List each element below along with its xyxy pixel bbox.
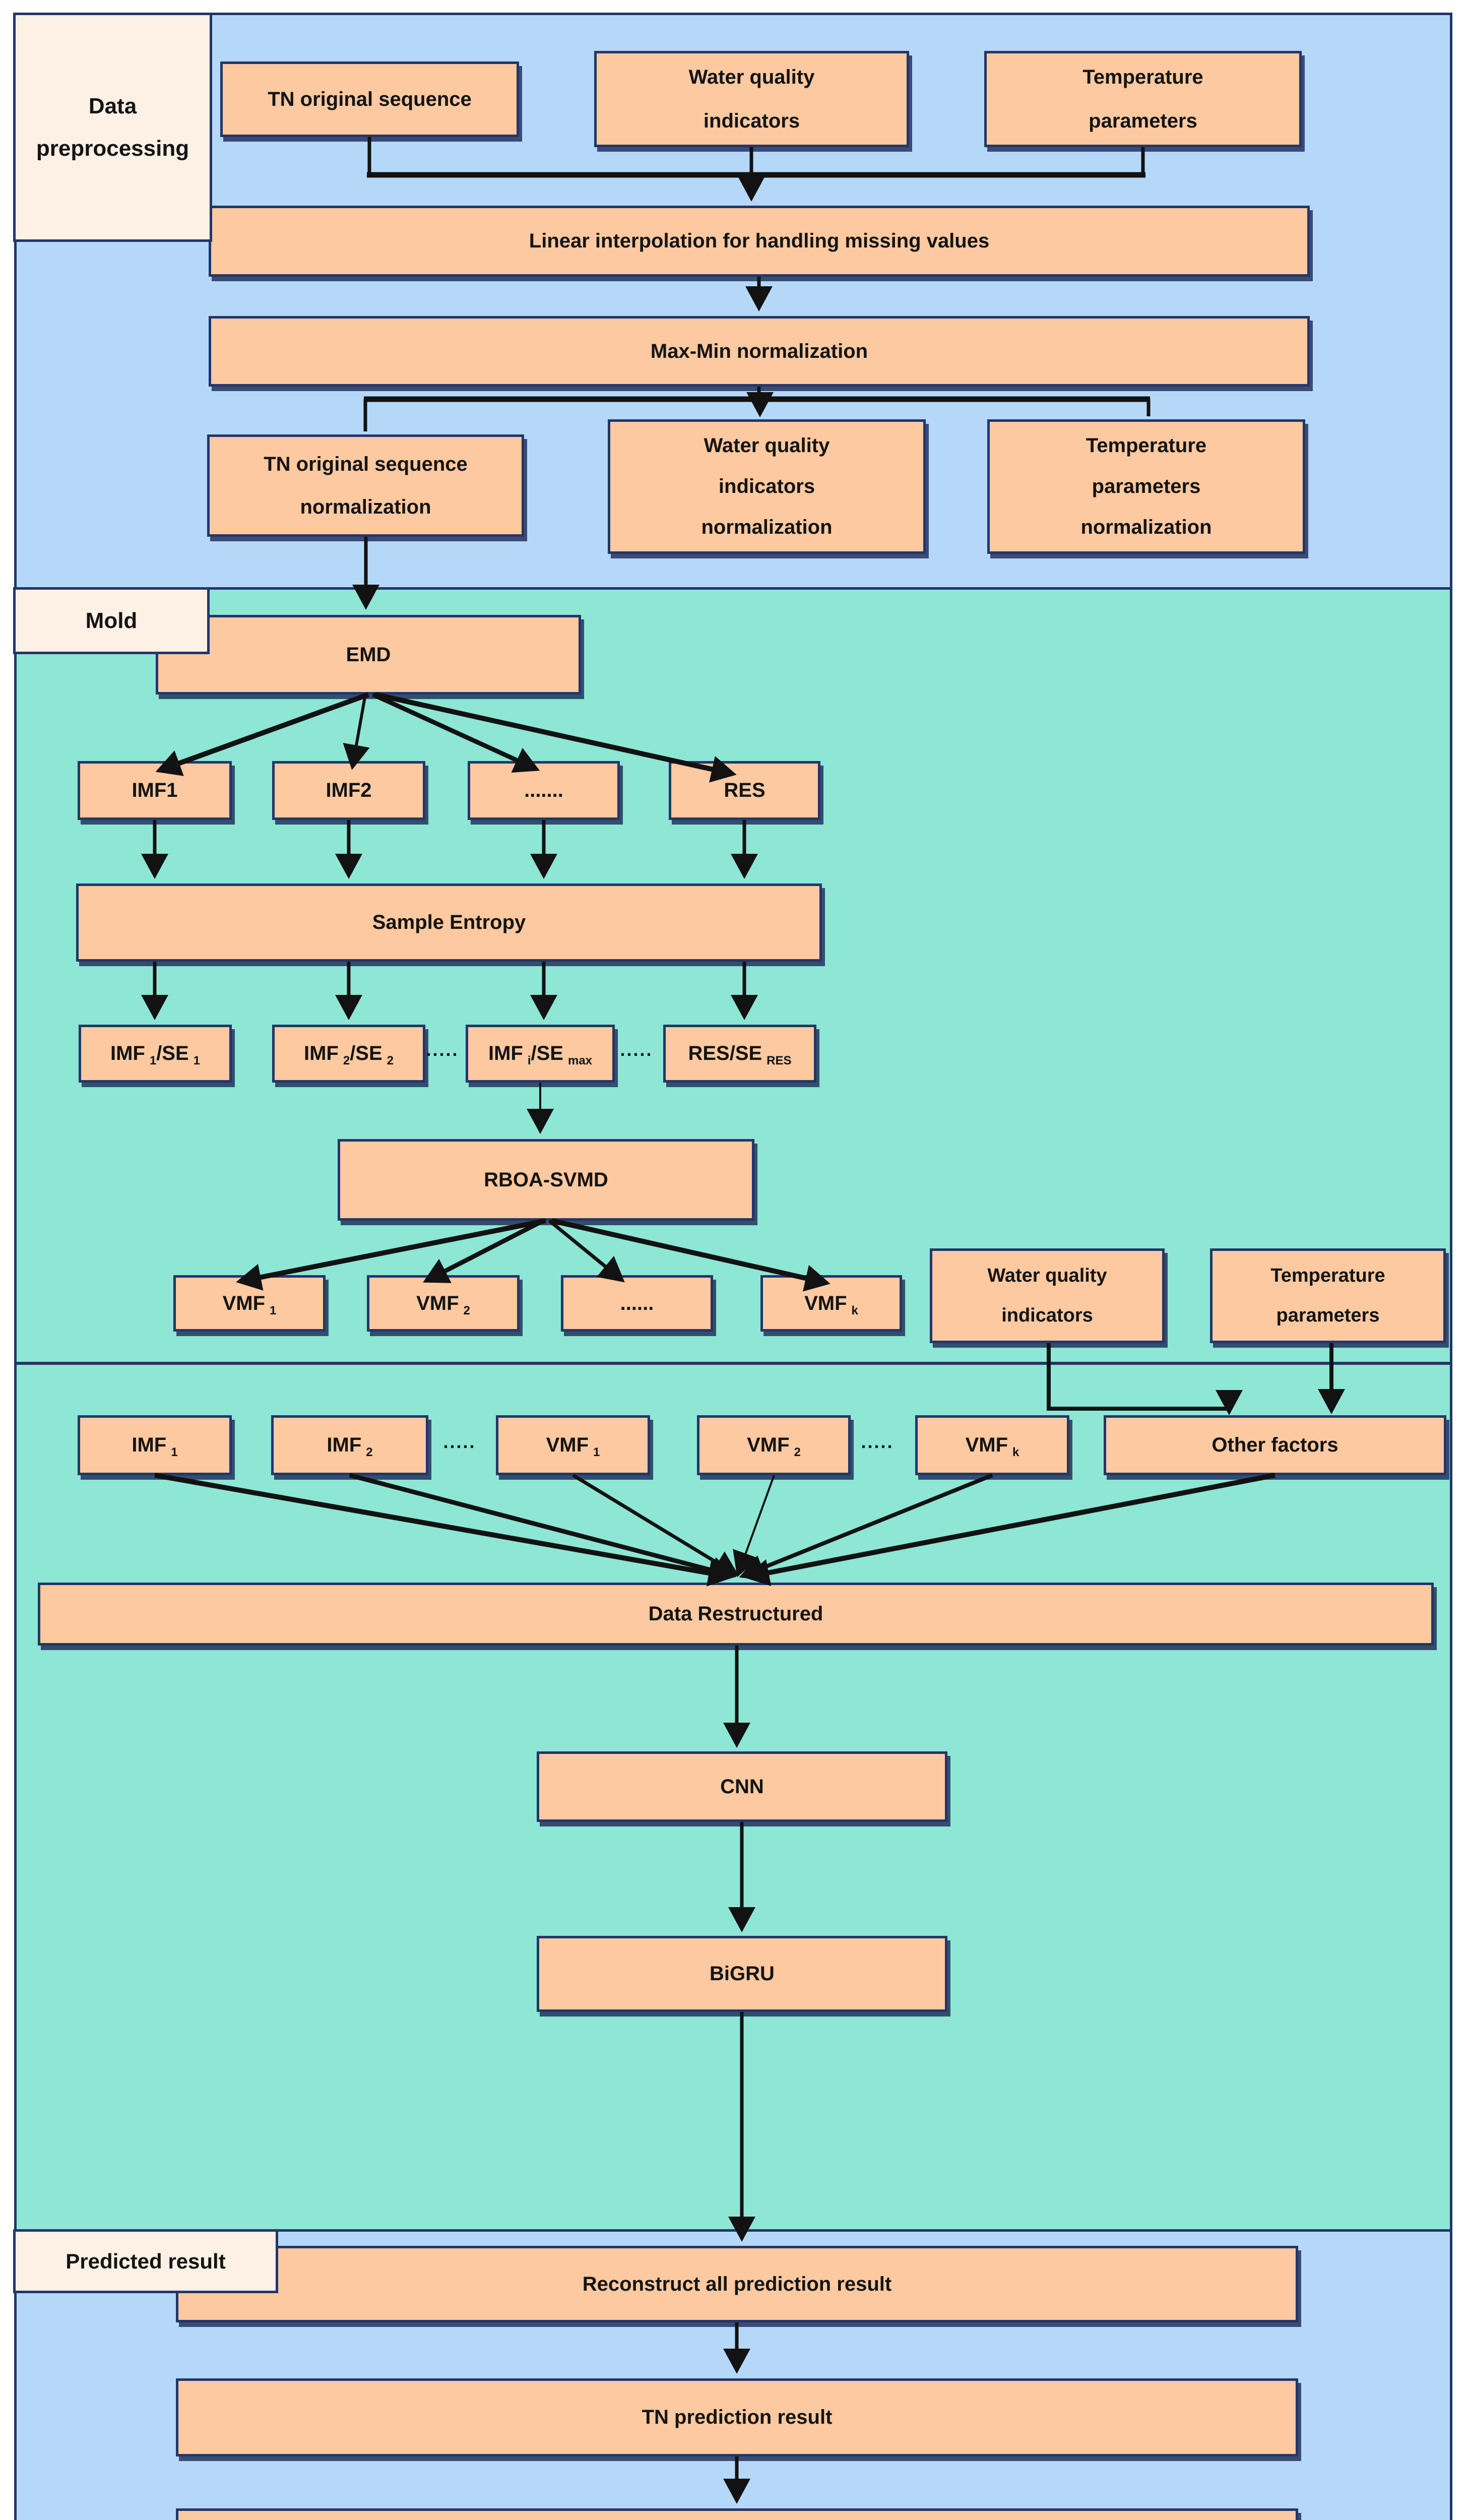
ellipsis-restructure-row-1: ..... <box>443 1431 476 1452</box>
label-mold: Mold <box>13 587 210 654</box>
box-tn-prediction-result: TN prediction result <box>176 2378 1298 2456</box>
mold-section-divider-line <box>14 1362 1452 1365</box>
box-bigru: BiGRU <box>537 1936 947 2012</box>
box-data-restructured: Data Restructured <box>38 1583 1434 1646</box>
label-predicted-result: Predicted result <box>13 2229 278 2293</box>
box-temperature-parameters: Temperature parameters <box>984 51 1302 147</box>
label-data-preprocessing: Data preprocessing <box>13 13 212 242</box>
box-cnn: CNN <box>537 1751 947 1822</box>
box-imf2: IMF2 <box>272 761 425 820</box>
label-data-preprocessing-line2: preprocessing <box>36 136 189 161</box>
box-imf-ellipsis: ....... <box>468 761 620 820</box>
ellipsis-restructure-row-2: ..... <box>861 1431 894 1452</box>
box-temperature-parameters-mold: Temperature parameters <box>1210 1248 1446 1343</box>
box-water-quality-indicators-mold: Water quality indicators <box>930 1248 1165 1343</box>
ellipsis-se-row-2: ..... <box>620 1039 653 1060</box>
box-tn-original-sequence: TN original sequence <box>220 61 519 137</box>
box-rboa-svmd: RBOA-SVMD <box>338 1139 754 1221</box>
ellipsis-se-row-1: ..... <box>426 1039 459 1060</box>
box-sample-entropy: Sample Entropy <box>76 884 822 962</box>
box-vmf-ellipsis: ...... <box>561 1275 713 1332</box>
box-other-factors: Other factors <box>1104 1415 1446 1475</box>
box-res: RES <box>669 761 820 820</box>
box-temperature-parameters-normalization: Temperature parameters normalization <box>987 419 1305 554</box>
box-emd: EMD <box>156 615 581 695</box>
box-tn-original-sequence-normalization: TN original sequence normalization <box>207 434 524 537</box>
box-linear-interpolation: Linear interpolation for handling missin… <box>209 206 1310 277</box>
box-water-quality-indicators-normalization: Water quality indicators normalization <box>608 419 926 554</box>
box-reconstruct-all-prediction-result: Reconstruct all prediction result <box>176 2246 1298 2322</box>
box-imf1: IMF1 <box>78 761 232 820</box>
box-model-evaluation: Model evaluation <box>176 2508 1298 2520</box>
label-data-preprocessing-line1: Data <box>88 93 137 118</box>
box-max-min-normalization: Max-Min normalization <box>209 316 1310 387</box>
box-water-quality-indicators: Water quality indicators <box>594 51 909 147</box>
